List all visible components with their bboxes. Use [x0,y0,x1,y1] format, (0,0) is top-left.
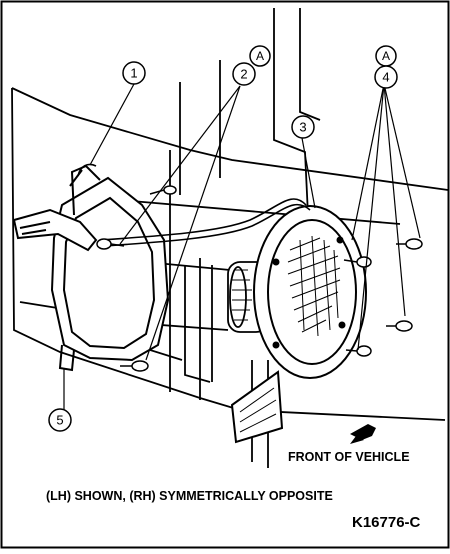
svg-text:4: 4 [382,70,389,85]
svg-text:5: 5 [56,413,63,428]
screw-lower-left [120,360,149,372]
svg-text:2: 2 [240,67,247,82]
screw-mid-left [96,238,125,250]
screw-right-top [396,238,423,250]
svg-text:1: 1 [130,66,137,81]
front-arrow-icon [350,424,376,444]
screw-upper-left [149,185,177,195]
speaker [253,205,367,379]
callout-2: 2 [232,62,256,86]
speaker-bracket [12,164,170,372]
leader-lines [63,83,421,410]
svg-text:A: A [256,49,264,63]
front-of-vehicle-label: FRONT OF VEHICLE [288,450,410,464]
callout-3: 3 [291,115,315,139]
callout-4: 4 [374,65,398,89]
callout-5: 5 [48,408,72,432]
detail-a-left: A [249,45,271,67]
screw-right-low [386,320,413,332]
detail-a-right: A [375,45,397,67]
screw-bottom [345,345,372,357]
wiring-harness [77,163,311,247]
svg-text:A: A [382,49,390,63]
screw-right-mid [343,256,372,268]
screws [96,185,423,372]
svg-text:3: 3 [299,120,306,135]
callout-1: 1 [122,61,146,85]
symmetry-caption: (LH) SHOWN, (RH) SYMMETRICALLY OPPOSITE [46,489,333,503]
figure-id: K16776-C [352,514,421,531]
access-plate [230,370,284,444]
